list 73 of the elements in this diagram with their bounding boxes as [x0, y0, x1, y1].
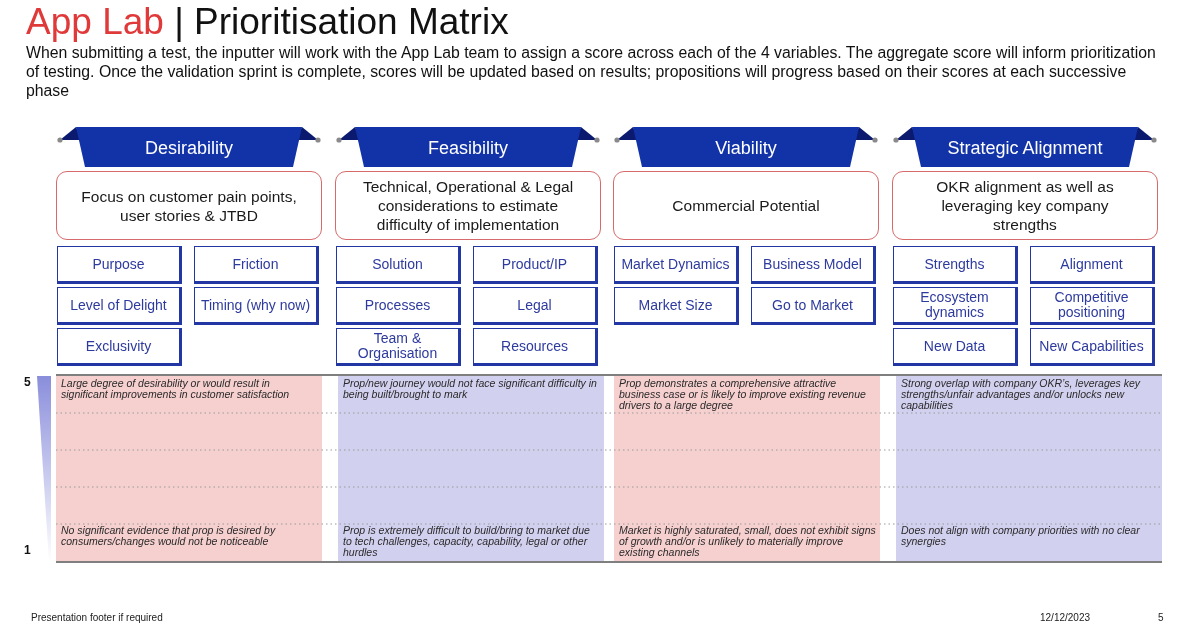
description-box: [892, 171, 1158, 240]
criterion-label: Resources: [501, 338, 568, 354]
score-band: [338, 376, 604, 561]
criterion-box: [614, 246, 739, 284]
criterion-box: [336, 328, 461, 366]
page-number: 5: [1158, 612, 1164, 624]
description-text: Technical, Operational & Legal considerations to estimate difficulty of implementation: [361, 177, 575, 234]
description-text: OKR alignment as well as leveraging key company strengths: [935, 177, 1115, 234]
description-text: Focus on customer pain points, user stories & JTBD: [80, 186, 298, 225]
criterion-box: [57, 246, 182, 284]
low-score-description: Does not align with company priorities with no clear synergies: [901, 525, 1141, 548]
score-band: [614, 376, 880, 561]
page-title: App Lab | Prioritisation Matrix: [26, 0, 509, 43]
criterion-label: Market Dynamics: [621, 256, 730, 272]
criterion-box: [1030, 287, 1155, 325]
criterion-label: Solution: [372, 256, 423, 272]
score-band: [896, 376, 1162, 561]
criterion-label: Team & Organisation: [356, 331, 439, 361]
description-box: [56, 171, 322, 240]
criterion-label: Exclusivity: [85, 338, 152, 354]
criterion-box: [1030, 246, 1155, 284]
criterion-box: [194, 287, 319, 325]
criterion-label: Competitive positioning: [1053, 290, 1130, 320]
criterion-label: Ecosystem dynamics: [919, 290, 990, 320]
criterion-box: [1030, 328, 1155, 366]
criterion-label: Timing (why now): [200, 297, 311, 313]
scale-value: 5: [24, 375, 31, 389]
criterion-label: Business Model: [763, 256, 862, 272]
high-score-description: Large degree of desirability or would result in significant improvements in customer satisfaction: [61, 378, 291, 401]
description-box: [613, 171, 879, 240]
criterion-box: [614, 287, 739, 325]
criterion-label: Alignment: [1060, 256, 1123, 272]
high-score-description: Prop demonstrates a comprehensive attractive business case or is likely to improve existing revenue drivers to a large degree: [619, 378, 867, 412]
description-text: Commercial Potential: [672, 196, 820, 215]
criterion-box: [57, 287, 182, 325]
description-box: [335, 171, 601, 240]
criterion-box: [893, 287, 1018, 325]
footer-text: Presentation footer if required: [31, 612, 163, 624]
banner-title: Strategic Alignment: [947, 136, 1103, 159]
criterion-label: New Data: [923, 338, 986, 354]
intro-paragraph: When submitting a test, the inputter will work with the App Lab team to assign a score across each of the 4 variables. The aggregate score will inform prioritization of testing. Once the validation sprint is complete, scores will be updated based on results; propositions will progress based on their scores at each successive phase: [26, 43, 1157, 100]
criterion-box: [336, 287, 461, 325]
criterion-box: [893, 246, 1018, 284]
criterion-label: Legal: [517, 297, 552, 313]
banner-title: Desirability: [145, 136, 233, 159]
banner-title: Viability: [715, 136, 777, 159]
criterion-label: Purpose: [92, 256, 145, 272]
high-score-description: Strong overlap with company OKR’s, leverages key strengths/unfair advantages and/or unlocks new capabilities: [901, 378, 1142, 412]
criterion-box: [751, 246, 876, 284]
footer-date: 12/12/2023: [1040, 612, 1091, 624]
criterion-label: New Capabilities: [1039, 338, 1144, 354]
high-score-description: Prop/new journey would not face significant difficulty in being built/brought to mark: [343, 378, 598, 401]
criterion-label: Market Size: [638, 297, 713, 313]
criterion-box: [57, 328, 182, 366]
criterion-label: Product/IP: [501, 256, 568, 272]
criterion-box: [336, 246, 461, 284]
criterion-box: [893, 328, 1018, 366]
criterion-label: Processes: [364, 297, 431, 313]
low-score-description: Market is highly saturated, small, does not exhibit signs of growth and/or is unlikely to materially improve existing channels: [619, 525, 876, 559]
banner-title: Feasibility: [428, 136, 508, 159]
criterion-label: Friction: [232, 256, 279, 272]
criterion-box: [473, 328, 598, 366]
criterion-box: [473, 246, 598, 284]
scale-value: 1: [24, 543, 31, 557]
criterion-label: Level of Delight: [70, 297, 167, 313]
criterion-label: Strengths: [924, 256, 985, 272]
criterion-box: [751, 287, 876, 325]
low-score-description: Prop is extremely difficult to build/bring to market due to tech challenges, capacity, capability, legal or other hurdles: [343, 525, 591, 559]
score-band: [56, 376, 322, 561]
criterion-box: [473, 287, 598, 325]
criterion-label: Go to Market: [772, 297, 853, 313]
low-score-description: No significant evidence that prop is desired by consumers/changes would not be noticeable: [61, 525, 277, 548]
criterion-box: [194, 246, 319, 284]
